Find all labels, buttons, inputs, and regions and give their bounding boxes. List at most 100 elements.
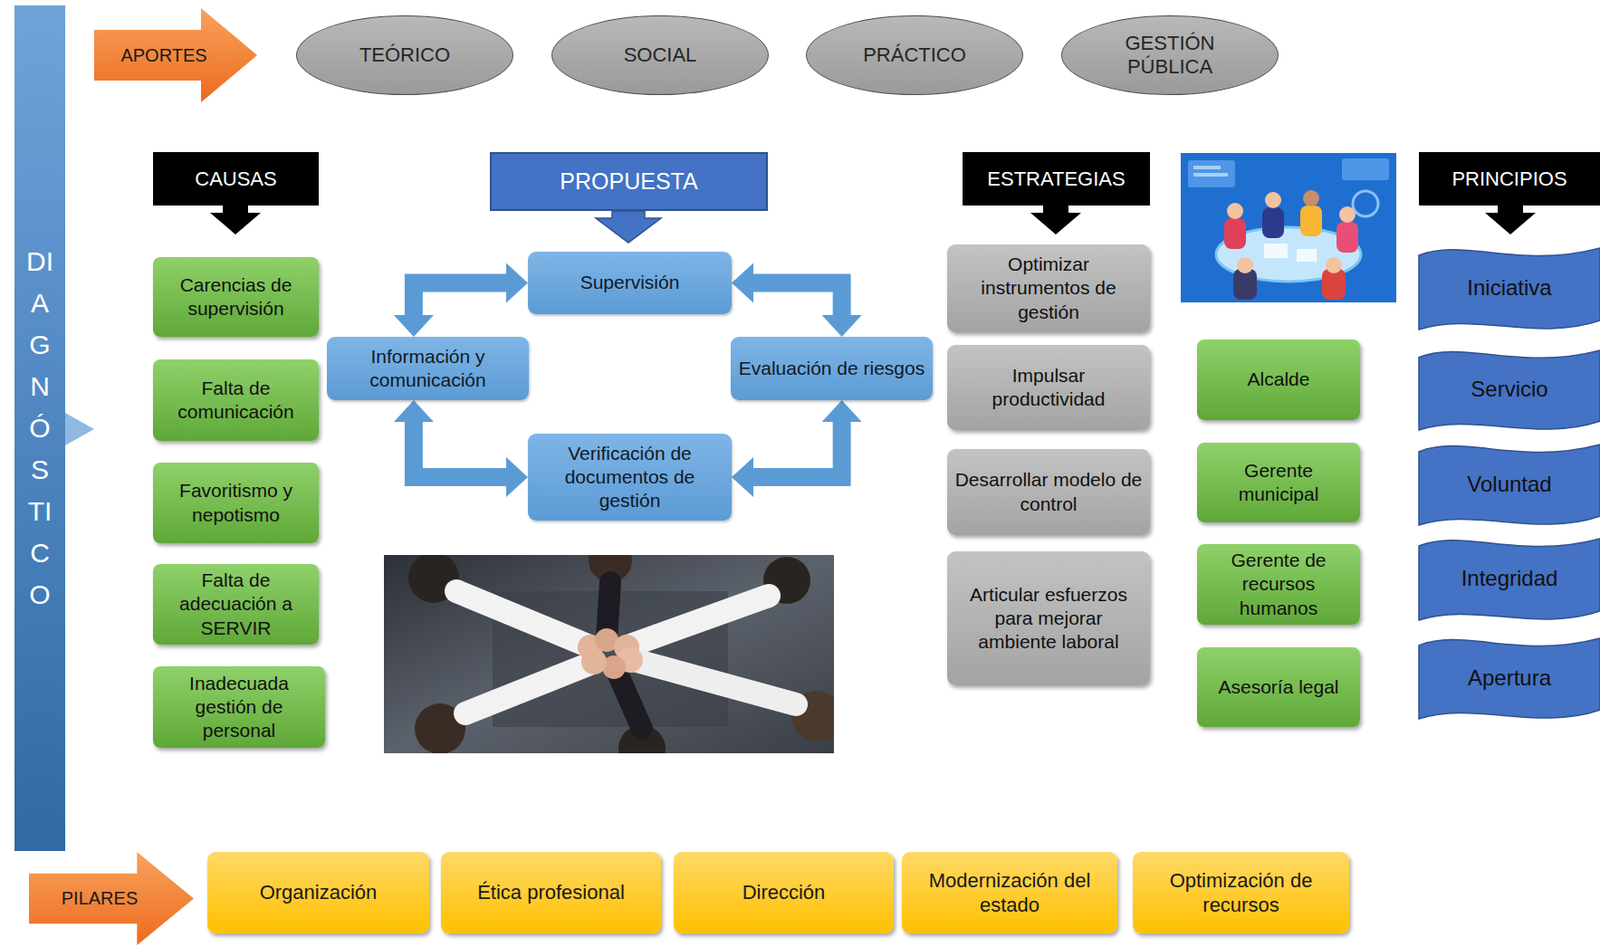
text-group: SOCIAL [623,43,698,68]
text-group: Asesoría legal [1217,675,1339,700]
arrow-head [731,263,754,304]
text-group: Apertura [1467,665,1552,691]
process-box: Supervisión [527,251,732,315]
decor-shape [1226,202,1244,220]
principle-flag: Servicio [1418,344,1600,434]
header-pointer [1030,205,1082,235]
text-group: Modernización del estado [909,868,1111,919]
node-label: Optimización de recursos [1140,868,1342,919]
node-label: Dirección [742,880,826,906]
principle-flag: Integridad [1418,533,1600,624]
arrow-shaft [751,420,843,478]
decor-shape [1325,257,1342,274]
text-group: Falta de adecuación a SERVIR [160,568,312,641]
node-label: Articular esfuerzos para mejorar ambient… [954,583,1143,655]
role-box: Gerente de recursos humanos [1197,544,1361,625]
decor-shape [633,660,796,705]
node-label: Verificación de documentos de gestión [535,441,725,514]
text-group: Favoritismo y nepotismo [160,479,312,527]
arrow-outline [94,8,258,103]
decor-shape [1180,153,1397,303]
team-illustration [1180,153,1397,303]
contribution-ellipse: TEÓRICO [296,15,514,96]
decor-shape [456,591,588,646]
text-group: Falta de comunicación [160,376,312,425]
text-group: Desarrollar modelo de control [954,468,1143,517]
contribution-ellipse: GESTIÓN PÚBLICA [1061,15,1279,96]
text-group: GESTIÓN PÚBLICA [1102,31,1237,80]
text-group: CAUSAS [194,167,277,192]
flag-outline [1418,248,1600,330]
pillar-box: Organización [207,852,430,934]
strategy-box: Optimizar instrumentos de gestión [947,244,1150,333]
decor-shape [1302,190,1320,207]
node-label: Inadecuada gestión de personal [160,671,318,744]
decor-shape [1264,191,1282,209]
cycle-arrow [731,400,863,498]
contribution-ellipse: SOCIAL [551,15,769,96]
decor-shape [1341,158,1390,181]
label-arrow: PILARES [28,852,194,946]
node-label: Optimizar instrumentos de gestión [954,252,1143,325]
decor-shape [383,555,834,754]
arrow-shaft [413,420,508,478]
text-group: Carencias de supervisión [160,273,312,322]
node-label: Impulsar productividad [954,364,1143,412]
node-label: Apertura [1467,665,1552,691]
node-label: Integridad [1461,565,1559,592]
text-group: Ética profesional [477,880,625,906]
node-label: PRINCIPIOS [1451,167,1567,192]
flag-outline [1418,350,1600,431]
text-group: Información y comunicación [334,344,522,393]
node-label: CAUSAS [194,167,277,192]
cause-box: Falta de comunicación [153,359,319,441]
arrow-head [822,400,863,422]
decor-shape [630,595,769,646]
arrow-head [506,263,528,304]
text-group: Impulsar productividad [954,364,1143,412]
text-group: Inadecuada gestión de personal [160,671,318,744]
text-group: ESTRATEGIAS [986,167,1125,192]
process-box: Información y comunicación [326,336,529,401]
arrow-outline [28,852,194,946]
text-group: Servicio [1470,376,1548,403]
decor-shape [1352,191,1379,217]
process-box: Evaluación de riesgos [730,336,933,401]
node-label: Evaluación de riesgos [738,356,925,381]
node-label: Favoritismo y nepotismo [160,479,312,527]
decor-shape [1262,207,1284,239]
text-group: PRINCIPIOS [1451,167,1567,192]
text-group: Gerente municipal [1204,459,1353,508]
cause-box: Falta de adecuación a SERVIR [153,564,319,645]
node-label: APORTES [120,45,207,67]
decor-shape [1264,243,1288,259]
decor-shape [1193,165,1221,170]
text-group: TEÓRICO [359,43,451,68]
arrow-head [393,400,434,422]
text-group: PILARES [61,888,138,910]
contribution-ellipse: PRÁCTICO [805,15,1024,96]
text-group: APORTES [120,45,207,67]
role-box: Asesoría legal [1197,647,1361,728]
text-group: Iniciativa [1466,275,1552,301]
label-arrow: APORTES [94,8,258,103]
arrow-head [393,315,434,337]
text-group: Verificación de documentos de gestión [535,441,725,514]
text-group: Dirección [742,880,826,906]
principle-flag: Voluntad [1418,439,1600,529]
cause-box: Carencias de supervisión [153,257,319,337]
decor-shape [1322,268,1346,300]
decor-shape [581,649,607,675]
role-box: Alcalde [1197,339,1361,421]
strategy-box: Desarrollar modelo de control [947,449,1150,536]
header-pointer [595,210,662,243]
node-label: Gerente de recursos humanos [1204,548,1353,621]
text-group: DIAGNÓSTICO [26,240,54,616]
decor-shape [1224,218,1246,250]
principle-flag: Iniciativa [1418,242,1600,334]
arrow-head [731,457,754,498]
pillar-box: Dirección [673,852,894,934]
arrow-shaft [413,283,508,318]
decor-shape [1336,221,1359,253]
